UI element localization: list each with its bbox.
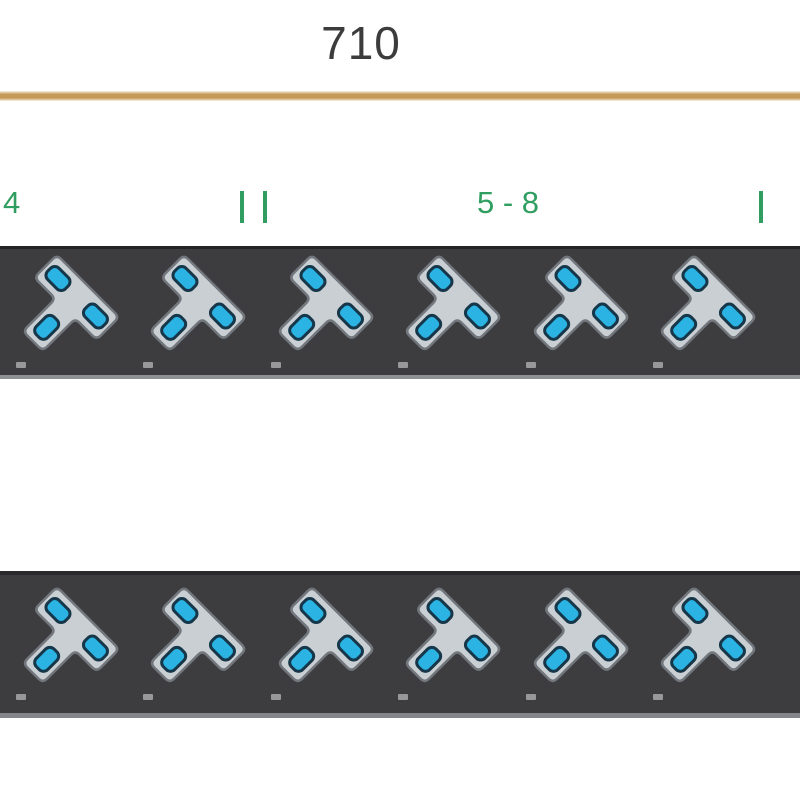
t-connector-icon bbox=[406, 587, 501, 683]
port-id-mark bbox=[143, 694, 154, 700]
port-pad bbox=[81, 302, 109, 330]
port-pad bbox=[415, 645, 443, 673]
t-connector-icon bbox=[151, 255, 246, 351]
t-connector-icon bbox=[533, 587, 628, 683]
port-pad bbox=[415, 313, 443, 341]
port-pad bbox=[336, 302, 364, 330]
port-pad bbox=[718, 634, 746, 662]
connector-slot[interactable] bbox=[396, 255, 501, 372]
port-pad bbox=[554, 265, 582, 293]
port-pad bbox=[299, 265, 327, 293]
port-pad bbox=[171, 597, 199, 625]
port-id-mark bbox=[653, 694, 663, 700]
port-group-label-left: 4 bbox=[3, 185, 21, 220]
t-connector-icon bbox=[660, 587, 756, 683]
t-connector-icon bbox=[23, 255, 119, 351]
connector-slot[interactable] bbox=[141, 587, 246, 704]
t-connector-icon bbox=[23, 587, 119, 683]
port-pad bbox=[336, 634, 364, 662]
port-pad bbox=[718, 302, 746, 330]
port-pad bbox=[426, 597, 454, 625]
port-pad bbox=[681, 265, 709, 293]
connector-slot[interactable] bbox=[269, 587, 374, 704]
port-pad bbox=[33, 313, 61, 341]
connector-slot[interactable] bbox=[396, 587, 501, 704]
port-pad bbox=[591, 302, 619, 330]
port-id-mark bbox=[525, 362, 536, 368]
t-connector-icon bbox=[660, 255, 756, 351]
port-pad bbox=[681, 597, 709, 625]
port-id-mark bbox=[143, 362, 154, 368]
port-id-mark bbox=[16, 694, 26, 700]
port-pad bbox=[171, 265, 199, 293]
port-pad bbox=[299, 597, 327, 625]
port-pad bbox=[44, 265, 72, 293]
port-pad bbox=[81, 634, 109, 662]
panel-strip-top[interactable] bbox=[0, 246, 800, 379]
port-pad bbox=[542, 313, 570, 341]
port-pad bbox=[209, 634, 237, 662]
port-id-mark bbox=[525, 694, 536, 700]
connector-slot[interactable] bbox=[524, 587, 628, 704]
panel-strip-bottom[interactable] bbox=[0, 571, 800, 718]
dimension-value: 710 bbox=[321, 17, 401, 69]
port-pad bbox=[33, 645, 61, 673]
port-pad bbox=[426, 265, 454, 293]
connector-slot[interactable] bbox=[524, 255, 628, 372]
port-id-mark bbox=[270, 694, 281, 700]
port-pad bbox=[44, 597, 72, 625]
port-id-mark bbox=[398, 362, 409, 368]
connector-slot[interactable] bbox=[141, 255, 246, 372]
port-pad bbox=[591, 634, 619, 662]
port-pad bbox=[287, 313, 315, 341]
t-connector-icon bbox=[406, 255, 501, 351]
port-pad bbox=[209, 302, 237, 330]
connector-slot[interactable] bbox=[14, 255, 119, 372]
connector-slot[interactable] bbox=[651, 587, 756, 704]
port-id-mark bbox=[653, 362, 663, 368]
port-pad bbox=[670, 645, 698, 673]
group-separator-tick bbox=[240, 191, 244, 223]
port-id-mark bbox=[398, 694, 409, 700]
port-pad bbox=[160, 313, 188, 341]
t-connector-icon bbox=[151, 587, 246, 683]
connector-slot[interactable] bbox=[269, 255, 374, 372]
connector-slot[interactable] bbox=[651, 255, 756, 372]
t-connector-icon bbox=[533, 255, 628, 351]
port-pad bbox=[542, 645, 570, 673]
port-pad bbox=[464, 634, 492, 662]
port-pad bbox=[464, 302, 492, 330]
t-connector-icon bbox=[278, 587, 374, 683]
port-id-mark bbox=[270, 362, 281, 368]
group-separator-tick bbox=[263, 191, 267, 223]
port-pad bbox=[160, 645, 188, 673]
port-pad bbox=[670, 313, 698, 341]
port-id-mark bbox=[16, 362, 26, 368]
port-pad bbox=[287, 645, 315, 673]
t-connector-icon bbox=[278, 255, 374, 351]
port-group-label-5-8: 5 - 8 bbox=[477, 185, 540, 220]
group-separator-tick bbox=[759, 191, 763, 223]
port-pad bbox=[554, 597, 582, 625]
connector-slot[interactable] bbox=[14, 587, 119, 704]
dimension-rule bbox=[0, 91, 800, 101]
